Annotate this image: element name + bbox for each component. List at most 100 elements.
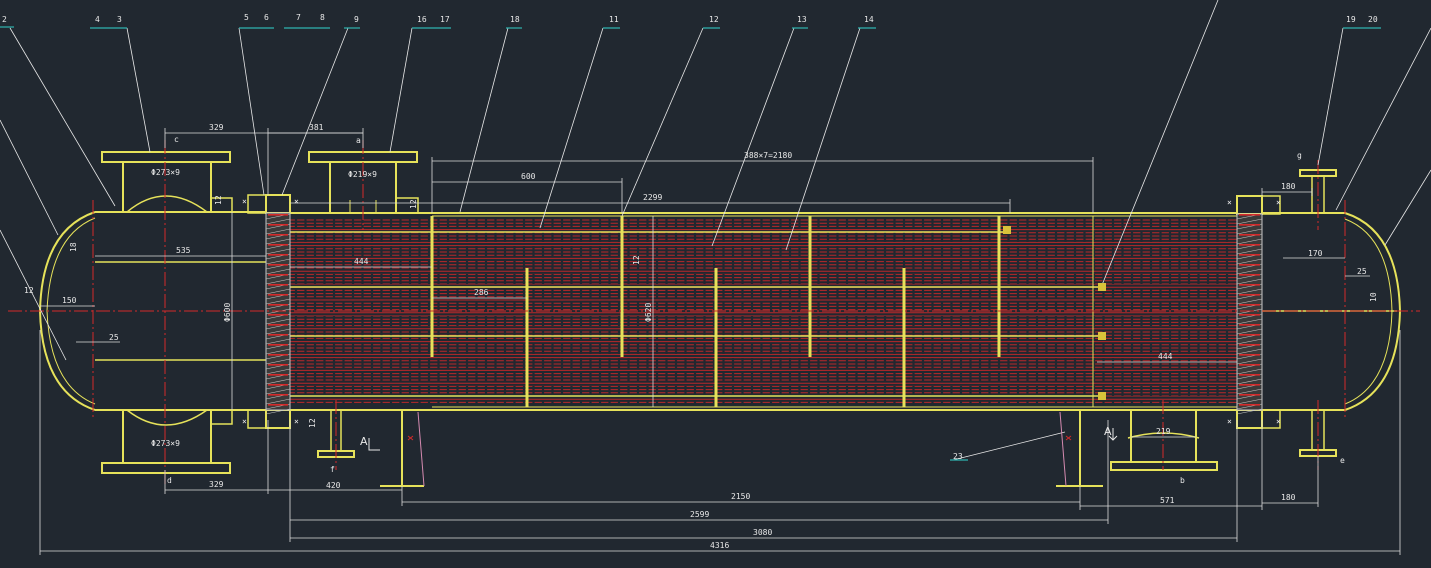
part-label-13: 13	[797, 15, 807, 24]
tube-hole	[268, 274, 288, 276]
part-label-7: 7	[296, 13, 301, 22]
hatch-line	[265, 238, 291, 245]
nozzle-d-flange	[101, 462, 231, 474]
dim-381: 381	[309, 123, 324, 132]
part-label-6: 6	[264, 13, 269, 22]
tube-hole	[1239, 364, 1260, 366]
hatch-line	[1236, 248, 1263, 255]
cross-mark-8: ×	[1276, 417, 1281, 426]
weld-marker-saddle	[407, 435, 1072, 441]
nozzle-letter-g: g	[1297, 151, 1302, 160]
tubesheet-right-hatch	[1236, 213, 1263, 415]
nozzle-c-pad	[210, 197, 233, 212]
dim-2599: 2599	[690, 510, 709, 519]
leader-4-3	[126, 27, 151, 153]
cross-marks: × × × × × × × ×	[242, 197, 1281, 426]
leader-18	[459, 27, 509, 213]
dim-600: 600	[521, 172, 536, 181]
dim-571: 571	[1160, 496, 1175, 505]
saddle-right	[1030, 409, 1110, 487]
tube-hole	[268, 344, 288, 346]
vessel-outline	[38, 151, 1402, 487]
dim-25-right: 25	[1357, 267, 1367, 276]
part-label-23: 23	[953, 452, 963, 461]
flange-bolt-right-bottom	[1261, 409, 1281, 429]
hatch-line	[265, 288, 291, 295]
leader-right-2	[1384, 169, 1431, 246]
tube-hole	[1239, 344, 1260, 346]
dim-600-vert: Φ600	[223, 303, 232, 322]
leader-23	[952, 431, 1066, 461]
tube-hole	[1239, 254, 1260, 256]
tube-hole	[268, 214, 288, 216]
nozzle-a-size: Φ219×9	[348, 170, 377, 179]
bolt-markers	[1003, 226, 1106, 400]
weld-markers	[407, 411, 1072, 487]
hatch-line	[265, 358, 291, 365]
hatch-line	[1236, 378, 1263, 385]
hatch-line	[265, 388, 291, 395]
nozzle-d-pad	[210, 410, 233, 425]
leader-lines	[0, 0, 1431, 461]
nozzle-letter-a: a	[356, 136, 361, 145]
dim-12-b: 12	[409, 199, 418, 209]
section-mark-a-right: A	[1104, 425, 1112, 438]
bolt-1	[1098, 283, 1106, 291]
cross-mark-2: ×	[294, 197, 299, 206]
dim-535: 535	[176, 246, 191, 255]
part-label-2: 2	[2, 15, 7, 24]
hatch-line	[1236, 218, 1263, 225]
hatch-line	[265, 368, 291, 375]
bolt-4	[1003, 226, 1011, 234]
hatch-line	[265, 348, 291, 355]
dim-388x7: 388×7=2180	[744, 151, 792, 160]
hatch-line	[265, 298, 291, 305]
bolt-3	[1098, 392, 1106, 400]
hatch-line	[1236, 338, 1263, 345]
cross-mark-7: ×	[1227, 417, 1232, 426]
dim-3080: 3080	[753, 528, 772, 537]
tube-hole	[1239, 354, 1260, 356]
dim-18: 18	[69, 242, 78, 252]
hatch-line	[265, 228, 291, 235]
tube-hole	[1239, 374, 1260, 376]
nozzle-letter-b: b	[1180, 476, 1185, 485]
dim-219: 219	[1156, 427, 1171, 436]
dim-444-left: 444	[354, 257, 369, 266]
tube-hole	[268, 364, 288, 366]
extension-lines	[39, 330, 1401, 555]
dimension-texts: 329 381 388×7=2180 600 2299 180 12 12 12…	[24, 123, 1378, 550]
nozzle-d-dome	[126, 409, 208, 426]
part-label-16: 16	[417, 15, 427, 24]
tube-hole	[268, 304, 288, 306]
extension-lines-top	[164, 128, 1313, 213]
part-labels: 2 4 3 5 6 7 8 9 16 17 18 11 12 13 14 19 …	[2, 13, 1378, 461]
leader-12	[621, 27, 704, 217]
tube-hole	[1239, 324, 1260, 326]
hatch-line	[1236, 298, 1263, 305]
cross-mark-3: ×	[1227, 198, 1232, 207]
section-mark-a-left: A	[360, 435, 368, 448]
nozzle-e-pipe	[1311, 410, 1325, 450]
tube-hole	[1239, 234, 1260, 236]
dim-10: 10	[1369, 292, 1378, 302]
tube-hole	[1239, 304, 1260, 306]
tube-hole	[1239, 244, 1260, 246]
part-label-20: 20	[1368, 15, 1378, 24]
nozzle-a-pad	[396, 197, 419, 212]
tube-hole	[268, 284, 288, 286]
section-arrow-left	[368, 438, 380, 451]
tube-hole	[268, 244, 288, 246]
hatch-line	[265, 258, 291, 265]
tube-hole	[268, 404, 288, 406]
leader-2	[9, 27, 116, 207]
dim-180-bot: 180	[1281, 493, 1296, 502]
tube-hole	[268, 224, 288, 226]
hatch-line	[1236, 358, 1263, 365]
hatch-line	[1236, 328, 1263, 335]
leader-14	[785, 27, 861, 251]
leader-underlines	[0, 26, 1381, 461]
nozzle-letter-d: d	[167, 476, 172, 485]
part-label-4: 4	[95, 15, 100, 24]
